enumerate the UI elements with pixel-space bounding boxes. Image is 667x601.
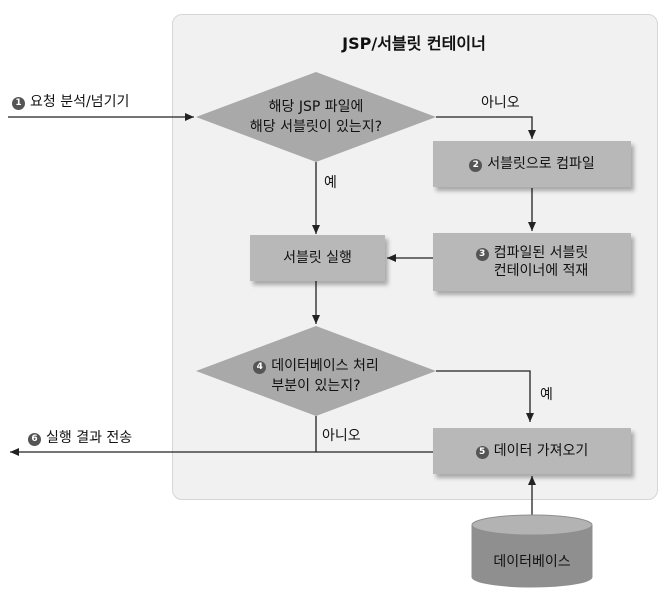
no-path-to-compile: [436, 116, 536, 139]
decision1-text: 해당 JSP 파일에 해당 서블릿이 있는지?: [206, 97, 426, 137]
step2-content: 2 서블릿으로 컴파일: [469, 155, 595, 173]
step2-text: 서블릿으로 컴파일: [487, 156, 595, 172]
decision1-line1: 해당 JSP 파일에: [268, 99, 364, 115]
database-cylinder: [471, 514, 593, 588]
step2-number: 2: [469, 159, 483, 172]
decision-diamond-jsp: [196, 72, 436, 162]
step1-label: 1 요청 분석/넘기기: [12, 91, 129, 111]
decision2-text: 4 데이터베이스 처리 부분이 있는지?: [206, 356, 426, 396]
edge-label-no-1: 아니오: [481, 95, 520, 111]
step5-content: 5 데이터 가져오기: [475, 442, 589, 460]
step3-load-box: 3 컴파일된 서블릿 컨테이너에 적재: [433, 233, 631, 291]
yes-path-to-fetch: [436, 370, 534, 422]
step3-content: 3 컴파일된 서블릿 컨테이너에 적재: [475, 244, 589, 280]
step6-number: 6: [28, 433, 41, 446]
step3-line2: 컨테이너에 적재: [493, 263, 589, 279]
database-label: 데이터베이스: [493, 554, 571, 570]
step1-number: 1: [12, 97, 25, 110]
run-servlet-text: 서블릿 실행: [283, 250, 352, 266]
step4-number: 4: [253, 361, 267, 374]
edge-label-yes-1: 예: [324, 175, 337, 191]
decision-diamond-db: [196, 326, 436, 416]
step3-line1: 컴파일된 서블릿: [493, 245, 589, 261]
step5-number: 5: [475, 446, 489, 459]
step5-fetch-box: 5 데이터 가져오기: [433, 428, 631, 474]
edge-label-no-2: 아니오: [322, 428, 361, 444]
edge-label-yes-2: 예: [540, 387, 553, 403]
step3-number: 3: [475, 248, 489, 261]
decision2-line2: 부분이 있는지?: [271, 378, 361, 394]
step6-text: 실행 결과 전송: [46, 430, 133, 446]
container-title: JSP/서블릿 컨테이너: [342, 34, 486, 53]
step6-label: 6 실행 결과 전송: [28, 427, 132, 447]
step2-compile-box: 2 서블릿으로 컴파일: [433, 141, 631, 187]
decision2-line1: 데이터베이스 처리: [271, 358, 379, 374]
run-servlet-box: 서블릿 실행: [250, 235, 385, 281]
step5-text: 데이터 가져오기: [493, 443, 589, 459]
step1-text: 요청 분석/넘기기: [30, 94, 130, 110]
decision1-line2: 해당 서블릿이 있는지?: [249, 119, 383, 135]
